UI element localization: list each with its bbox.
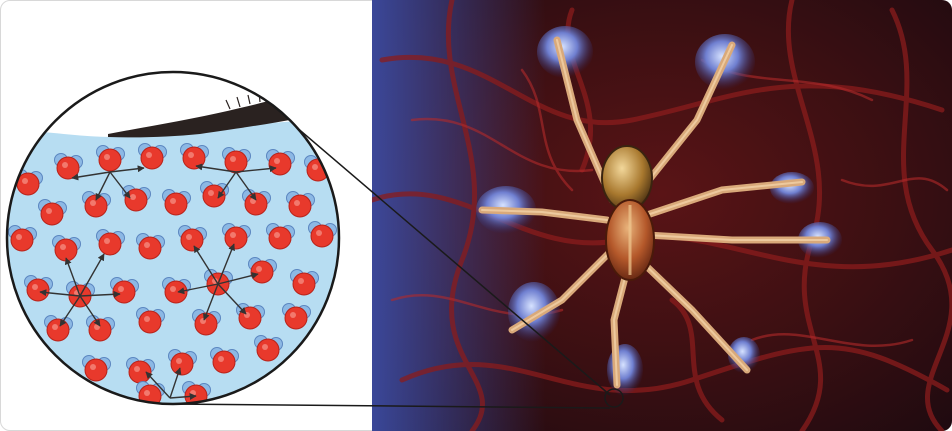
zoom-line-bottom [168,404,610,408]
zoom-target-icon [605,389,623,407]
zoom-circle-icon [0,60,350,431]
